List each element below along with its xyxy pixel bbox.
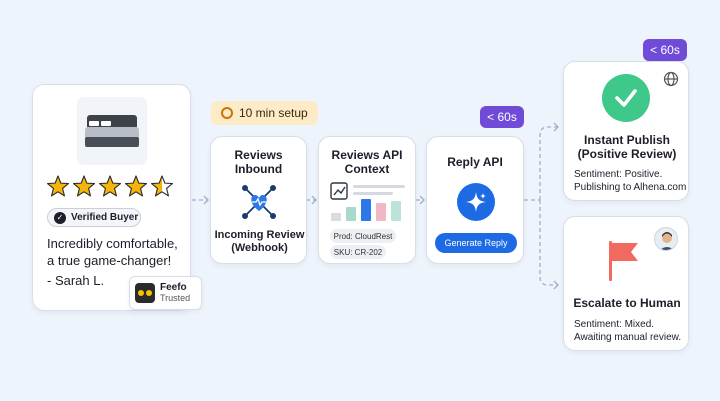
verified-buyer-label: Verified Buyer [71, 212, 139, 223]
product-image [77, 97, 147, 165]
analytics-chart-icon [330, 182, 405, 221]
review-quote-line-2: a true game-changer! [47, 253, 172, 268]
rating-star-icon [150, 175, 174, 197]
instant-publish-title-line-2: (Positive Review) [577, 147, 677, 161]
reviews-api-title-line-1: Reviews API [331, 148, 403, 162]
instant-publish-status-line-2: Publishing to Alhena.com [574, 182, 687, 193]
rating-star-icon [98, 175, 122, 197]
setup-time-badge: 10 min setup [211, 101, 318, 125]
rating-stars [46, 175, 174, 197]
agent-avatar [654, 227, 678, 251]
review-quote: Incredibly comfortable, a true game-chan… [47, 235, 178, 289]
rating-star-icon [124, 175, 148, 197]
reply-api-title: Reply API [447, 155, 503, 169]
customer-review-card: ✓ Verified Buyer Incredibly comfortable,… [32, 84, 191, 311]
rating-star-icon [46, 175, 70, 197]
generate-reply-button[interactable]: Generate Reply [435, 233, 517, 253]
reviews-inbound-title-line-1: Reviews [234, 148, 283, 162]
review-author: - Sarah L. [47, 273, 105, 288]
instant-publish-title-line-1: Instant Publish [583, 133, 670, 147]
stopwatch-icon [221, 107, 233, 119]
instant-publish-status-line-1: Sentiment: Positive. [574, 169, 663, 180]
escalate-to-human-card: Escalate to Human Sentiment: Mixed. Awai… [563, 216, 689, 351]
product-pill: Prod: CloudRest [330, 229, 396, 243]
feefo-trusted-label: Trusted [160, 293, 191, 303]
reviews-inbound-card: Reviews Inbound Incoming Review (Webhook… [210, 136, 307, 264]
reply-api-card: Reply API Generate Reply [426, 136, 524, 264]
feefo-trusted-badge: Feefo Trusted [129, 276, 202, 310]
verified-buyer-badge: ✓ Verified Buyer [47, 208, 141, 227]
review-quote-line-1: Incredibly comfortable, [47, 236, 178, 251]
instant-publish-card: Instant Publish (Positive Review) Sentim… [563, 61, 689, 201]
check-circle-icon: ✓ [54, 211, 66, 224]
publish-time-badge: < 60s [643, 39, 687, 61]
globe-icon [663, 71, 679, 87]
reviews-inbound-caption-line-1: Incoming Review [214, 229, 305, 241]
setup-time-label: 10 min setup [239, 106, 308, 120]
flag-icon [609, 241, 638, 281]
ai-sparkle-icon [457, 183, 495, 221]
reviews-api-title-line-2: Context [344, 162, 390, 176]
reviews-inbound-title-line-2: Inbound [234, 162, 283, 176]
success-check-icon [602, 74, 650, 122]
mattress-bed-icon [85, 115, 139, 147]
webhook-heart-network-icon [242, 185, 276, 219]
reviews-api-context-card: Reviews API Context Prod: CloudRest SKU:… [318, 136, 416, 264]
feefo-name: Feefo [160, 282, 187, 293]
escalate-status-line-1: Sentiment: Mixed. [574, 319, 655, 330]
escalate-title: Escalate to Human [573, 296, 681, 310]
reviews-inbound-caption-line-2: (Webhook) [231, 242, 288, 254]
reply-time-badge: < 60s [480, 106, 524, 128]
rating-star-icon [72, 175, 96, 197]
feefo-logo-icon [135, 283, 155, 303]
escalate-status-line-2: Awaiting manual review. [574, 332, 682, 343]
sku-pill: SKU: CR-202 [330, 245, 386, 259]
